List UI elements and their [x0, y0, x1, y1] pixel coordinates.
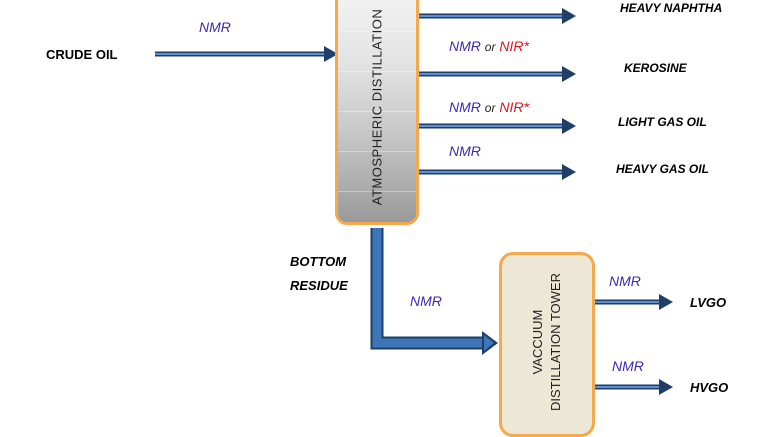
bottom-residue-pipe	[370, 228, 498, 355]
light-gas-oil-or: or	[484, 101, 496, 115]
vacuum-distillation-tower	[499, 252, 595, 437]
lvgo-nmr-label: NMR	[609, 273, 641, 289]
kerosine-arrow	[419, 66, 576, 82]
hvgo-label: HVGO	[690, 380, 729, 395]
kerosine-label: KEROSINE	[624, 61, 687, 75]
light-gas-oil-arrow	[419, 118, 576, 134]
crude-oil-feed-arrow	[155, 46, 338, 62]
kerosine-method-label: NMR or NIR*	[449, 38, 529, 54]
light-gas-oil-nmr: NMR	[449, 99, 481, 115]
heavy-gas-oil-label: HEAVY GAS OIL	[616, 162, 709, 176]
crude-oil-nmr-label: NMR	[199, 19, 231, 35]
lvgo-arrow	[595, 294, 673, 310]
kerosine-or: or	[484, 40, 496, 54]
heavy-gas-oil-nmr-label: NMR	[449, 143, 481, 159]
vacuum-tower-label-line2: DISTILLATION TOWER	[548, 273, 563, 411]
heavy-naphtha-arrow	[419, 8, 576, 24]
bottom-residue-label-line1: BOTTOM	[290, 254, 347, 269]
heavy-naphtha-label: HEAVY NAPHTHA	[620, 1, 723, 15]
bottom-residue-label-line2: RESIDUE	[290, 278, 348, 293]
kerosine-nmr: NMR	[449, 38, 481, 54]
vacuum-tower-label-line1: VACCUUM	[530, 309, 545, 375]
light-gas-oil-method-label: NMR or NIR*	[449, 99, 529, 115]
heavy-gas-oil-arrow	[419, 164, 576, 180]
bottom-residue-nmr-label: NMR	[410, 293, 442, 309]
crude-oil-label: CRUDE OIL	[46, 47, 118, 62]
light-gas-oil-nir: NIR*	[499, 99, 529, 115]
atmospheric-distillation-tower	[335, 0, 419, 225]
hvgo-arrow	[595, 379, 673, 395]
kerosine-nir: NIR*	[499, 38, 529, 54]
light-gas-oil-label: LIGHT GAS OIL	[618, 115, 707, 129]
lvgo-label: LVGO	[690, 295, 727, 310]
vacuum-tower-label: VACCUUM DISTILLATION TOWER	[529, 273, 565, 411]
hvgo-nmr-label: NMR	[612, 358, 644, 374]
atmospheric-tower-label: ATMOSPHERIC DISTILLATION	[369, 8, 385, 206]
